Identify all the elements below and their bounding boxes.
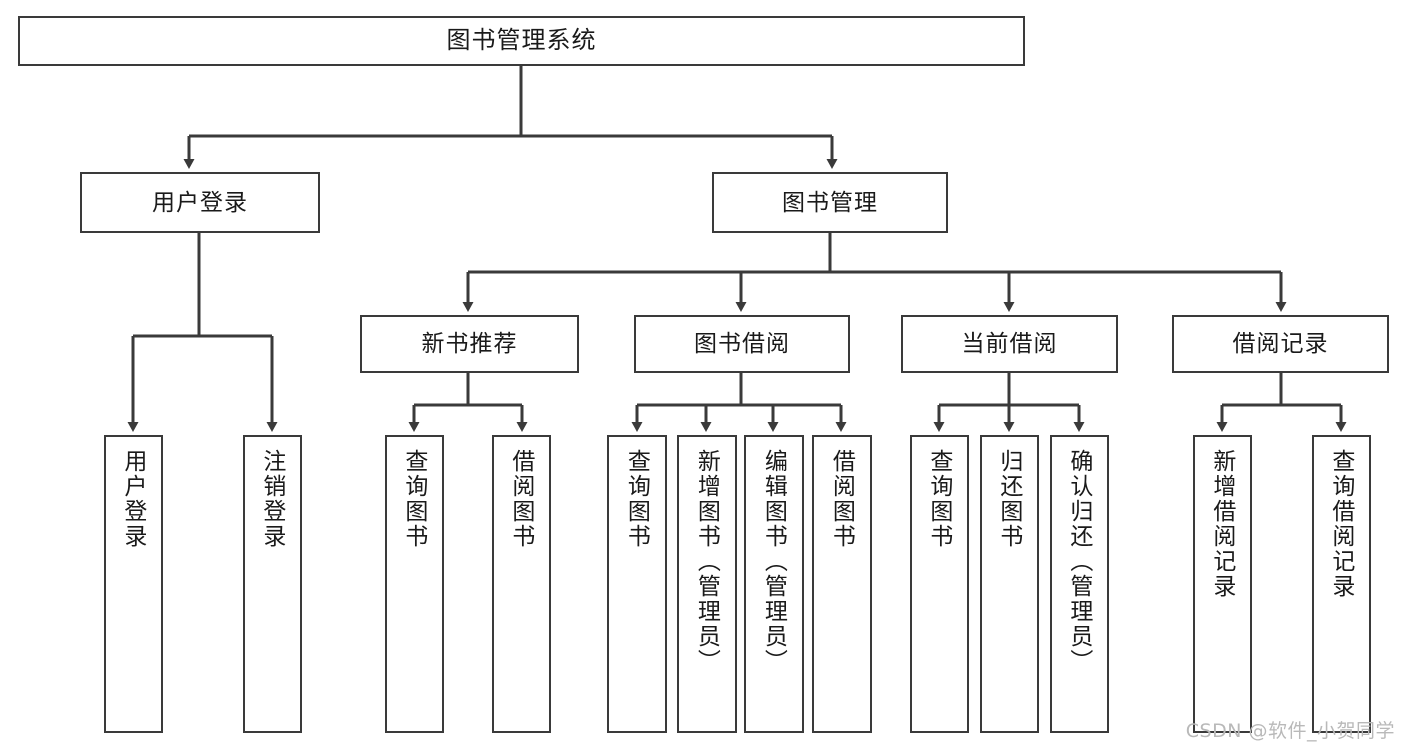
- leaf-logout-login[interactable]: 注销登录: [243, 435, 302, 733]
- leaf-add-book[interactable]: 新增图书（管理员）: [677, 435, 737, 733]
- leaf-logout-login-label: 注销登录: [259, 449, 286, 549]
- leaf-query-record-label: 查询借阅记录: [1328, 449, 1355, 599]
- node-borrow-record[interactable]: 借阅记录: [1172, 315, 1389, 373]
- node-user-login[interactable]: 用户登录: [80, 172, 320, 233]
- node-root-system[interactable]: 图书管理系统: [18, 16, 1025, 66]
- node-borrow-record-label: 借阅记录: [1232, 330, 1329, 357]
- leaf-query-book-3[interactable]: 查询图书: [910, 435, 969, 733]
- leaf-query-book-1-label: 查询图书: [401, 449, 428, 549]
- node-root-label: 图书管理系统: [446, 26, 597, 54]
- node-current-borrow[interactable]: 当前借阅: [901, 315, 1118, 373]
- node-book-borrow-label: 图书借阅: [694, 330, 790, 357]
- node-current-borrow-label: 当前借阅: [961, 330, 1058, 357]
- node-new-book-recommend[interactable]: 新书推荐: [360, 315, 579, 373]
- node-book-manage[interactable]: 图书管理: [712, 172, 948, 233]
- node-book-manage-label: 图书管理: [782, 188, 878, 215]
- leaf-query-book-2[interactable]: 查询图书: [607, 435, 667, 733]
- leaf-borrow-book-2-label: 借阅图书: [829, 449, 856, 549]
- leaf-query-record[interactable]: 查询借阅记录: [1312, 435, 1371, 733]
- leaf-edit-book[interactable]: 编辑图书（管理员）: [744, 435, 804, 733]
- node-user-login-label: 用户登录: [152, 188, 248, 215]
- leaf-user-login[interactable]: 用户登录: [104, 435, 163, 733]
- leaf-add-record-label: 新增借阅记录: [1209, 449, 1236, 599]
- leaf-edit-book-label: 编辑图书（管理员）: [761, 449, 788, 674]
- leaf-confirm-return-label: 确认归还（管理员）: [1066, 449, 1093, 674]
- leaf-borrow-book-1[interactable]: 借阅图书: [492, 435, 551, 733]
- leaf-confirm-return[interactable]: 确认归还（管理员）: [1050, 435, 1109, 733]
- leaf-add-book-label: 新增图书（管理员）: [694, 449, 721, 674]
- leaf-query-book-2-label: 查询图书: [624, 449, 651, 549]
- leaf-query-book-3-label: 查询图书: [926, 449, 953, 549]
- leaf-borrow-book-2[interactable]: 借阅图书: [812, 435, 872, 733]
- leaf-return-book[interactable]: 归还图书: [980, 435, 1039, 733]
- leaf-user-login-label: 用户登录: [120, 449, 147, 549]
- leaf-borrow-book-1-label: 借阅图书: [508, 449, 535, 549]
- leaf-return-book-label: 归还图书: [996, 449, 1023, 549]
- leaf-add-record[interactable]: 新增借阅记录: [1193, 435, 1252, 733]
- node-new-book-recommend-label: 新书推荐: [421, 330, 518, 357]
- leaf-query-book-1[interactable]: 查询图书: [385, 435, 444, 733]
- watermark-text: CSDN @软件_小贺同学: [1185, 720, 1395, 742]
- node-book-borrow[interactable]: 图书借阅: [634, 315, 850, 373]
